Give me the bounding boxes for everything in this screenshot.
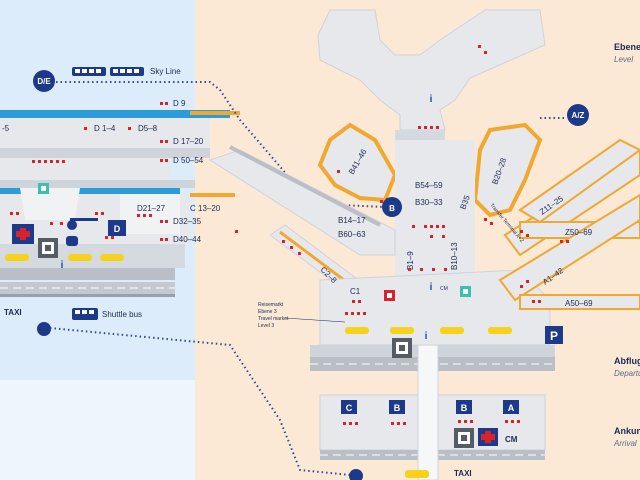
lost-found-icon [38,238,58,258]
pier-az [498,138,640,310]
travel-market-line3: Travel market [258,316,289,322]
shuttle-stop-icon [37,322,51,336]
travel-market-line2: Ebene 3 [258,309,277,315]
lost-found-icon-t2 [392,338,412,358]
level-3-en: Arrival [613,439,637,448]
pier-b41-46 [317,122,398,203]
t2-info-icon-center: i [430,282,433,293]
level-1-en: Level [614,55,633,64]
skyline-label: Sky Line [150,67,181,76]
gate-label-d5-8: D5–8 [138,124,158,133]
shuttle-bus-icon [72,308,98,320]
pier-b20-28 [472,122,543,218]
terminal1-orange-roads [190,111,240,197]
baggage-service-icon [12,224,34,244]
d-concourse-icon: D [108,220,126,236]
terminal2-yellow-markers [345,327,512,334]
vertical-connector [417,344,439,480]
t2-taxi-marker [405,470,429,478]
t2-info-icon-south: i [425,331,428,342]
gate-label-d17-20: D 17–20 [173,137,204,146]
gate-label-d1-4: D 1–4 [94,124,116,133]
gate-label-c13-20: C 13–20 [190,204,221,213]
level-2-de: Abflug [614,356,640,366]
terminal1-yellow-markers [5,254,124,261]
travel-market-line1: Reisemarkt [258,302,284,308]
gate-label-z50-69: Z50–69 [565,228,593,237]
b-central-building [395,140,475,280]
t2-taxi-label: TAXI [454,469,472,478]
terminal1-gate-markers [10,102,168,241]
arrival-letter-3: B [461,403,468,413]
svg-text:D: D [114,224,121,234]
gate-label-d50-54: D 50–54 [173,156,204,165]
gate-label-d32-35: D32–35 [173,217,202,226]
gate-label-d21-27: D21–27 [137,204,166,213]
badge-de-icon[interactable] [33,70,55,92]
parking-icon[interactable] [545,326,563,344]
parking-label: P [550,329,558,343]
arrival-baggage-icon [478,428,498,446]
pier-b-north [317,9,546,131]
t1-taxi-label: TAXI [4,308,22,317]
level-3-de: Ankunft [614,426,640,436]
gate-label-b10-13: B10–13 [450,242,459,270]
t2-info-icon-north: i [430,94,433,105]
gate-label-d40-44: D40–44 [173,235,202,244]
cm-label-arrival: CM [505,435,518,444]
cm-label-departure: CM [440,286,448,292]
concourse-b-label: B [389,204,395,213]
arrival-letter-2: B [394,403,401,413]
terminal2-main-building [319,269,551,346]
level-2-en: Departure [614,369,640,378]
concourse-b-icon[interactable] [382,197,402,217]
gate-label-b1-9: B1–9 [406,251,415,270]
arrival-letter-1: C [346,403,353,413]
gate-label-b60-63: B60–63 [338,230,366,239]
shuttle-bus-label: Shuttle bus [102,310,142,319]
arrival-letter-4: A [508,403,515,413]
t2-shuttle-stop-icon [349,469,363,480]
badge-de-label: D/E [37,77,51,86]
level-1-de: Ebene [614,42,640,52]
skyline-train-icon [72,67,144,76]
walking-routes [49,81,565,476]
badge-az-label: A/Z [572,111,585,120]
gate-label-c1: C1 [350,287,361,296]
gate-label-e5: -5 [2,124,10,133]
terminal2-gate-markers [235,45,569,315]
gate-label-b30-33: B30–33 [415,198,443,207]
arrival-lost-found-icon [454,428,474,448]
gate-label-b54-59: B54–59 [415,181,443,190]
badge-az-icon[interactable] [567,104,589,126]
bus-terminal-icon [66,218,98,246]
t1-info-icon: i [61,260,64,271]
gate-label-b14-17: B14–17 [338,216,366,225]
gate-label-d9: D 9 [173,99,186,108]
arrival-concourse-letters [341,400,519,414]
gate-label-a50-69: A50–69 [565,299,593,308]
travel-market-line4: Level 3 [258,323,274,329]
